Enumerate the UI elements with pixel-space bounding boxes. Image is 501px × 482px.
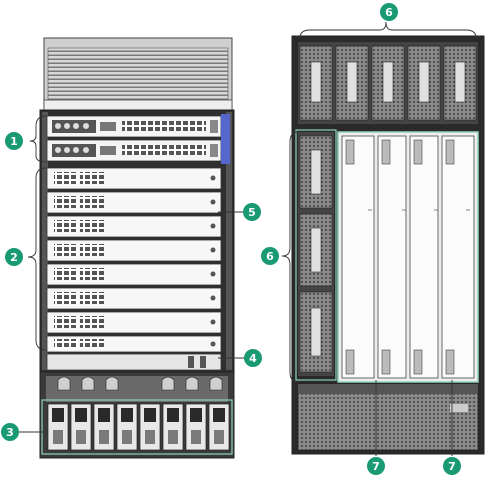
callout-7-right-circle — [443, 457, 461, 475]
callout-2-circle — [5, 248, 23, 266]
callout-1: 1 — [5, 132, 23, 150]
front-chassis — [39, 37, 235, 459]
callout-7-left-circle — [367, 457, 385, 475]
side-fan-highlight — [295, 129, 337, 381]
callout-4: 4 — [244, 349, 262, 367]
rear-chassis — [291, 35, 485, 455]
grounding-panel — [46, 353, 222, 371]
callout-3: 3 — [1, 423, 19, 441]
top-fan-trays — [298, 42, 478, 124]
callout-6-top: 6 — [380, 3, 398, 21]
psu-highlight — [41, 399, 233, 455]
callout-1-label: 1 — [10, 135, 18, 148]
callout-7-right: 7 — [443, 457, 461, 475]
callout-5: 5 — [243, 203, 261, 221]
callout-6-left-circle — [261, 247, 279, 265]
callout-5-label: 5 — [248, 206, 256, 219]
callout-6-left: 6 — [261, 247, 279, 265]
interface-card-slots — [46, 167, 222, 353]
callout-1-circle — [5, 132, 23, 150]
power-supply-area — [39, 371, 235, 459]
callout-2-label: 2 — [10, 251, 18, 264]
callout-6-top-circle — [380, 3, 398, 21]
callout-4-label: 4 — [249, 352, 257, 365]
switch-fabric-slots — [337, 131, 479, 383]
front-top-grille — [47, 47, 229, 101]
leader-lines — [18, 21, 477, 456]
callout-6-left-label: 6 — [266, 250, 274, 263]
callout-7-left-label: 7 — [372, 460, 380, 473]
callout-3-circle — [1, 423, 19, 441]
mpu-slots — [46, 114, 230, 164]
side-fan-trays — [298, 132, 334, 376]
callout-2: 2 — [5, 248, 23, 266]
callout-7-right-label: 7 — [448, 460, 456, 473]
mpu-side-strip — [221, 114, 230, 164]
callout-3-label: 3 — [6, 426, 14, 439]
callout-5-circle — [243, 203, 261, 221]
callout-6-top-label: 6 — [385, 6, 393, 19]
callout-7-left: 7 — [367, 457, 385, 475]
callout-4-circle — [244, 349, 262, 367]
